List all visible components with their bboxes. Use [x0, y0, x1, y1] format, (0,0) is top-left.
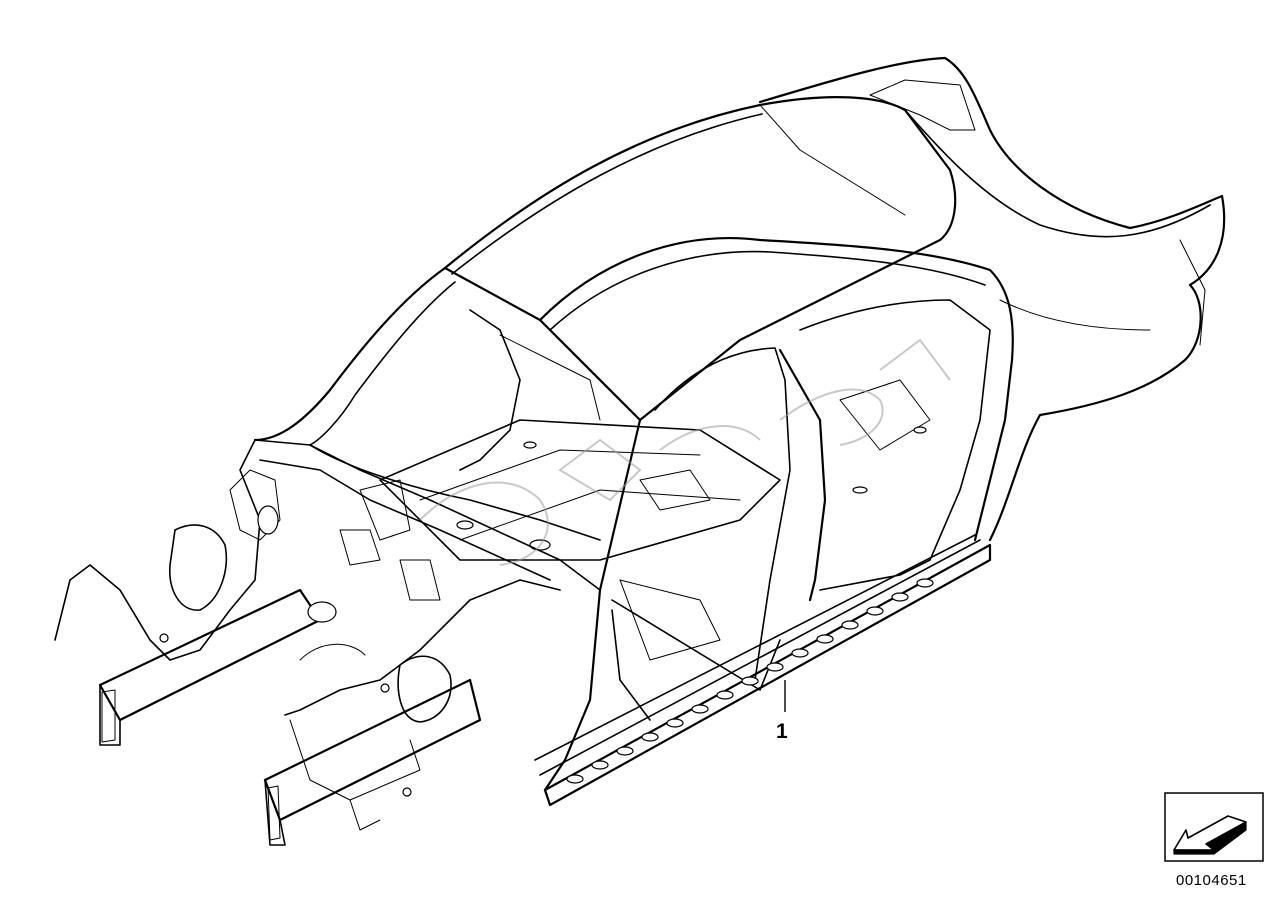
sill-holes: [566, 578, 934, 784]
view-direction-arrow-icon: [1164, 792, 1264, 862]
side-frame: [538, 237, 1014, 792]
front-structure: [54, 439, 561, 846]
floor-pan: [379, 379, 931, 661]
part-callout-label: 1: [776, 720, 788, 743]
windscreen-frame: [253, 266, 601, 541]
firewall: [254, 439, 601, 601]
reference-number: 00104651: [1176, 872, 1247, 889]
rear-quarter-panel: [758, 56, 1226, 542]
watermark-graphic: [419, 338, 951, 566]
side-sill: [534, 534, 992, 807]
